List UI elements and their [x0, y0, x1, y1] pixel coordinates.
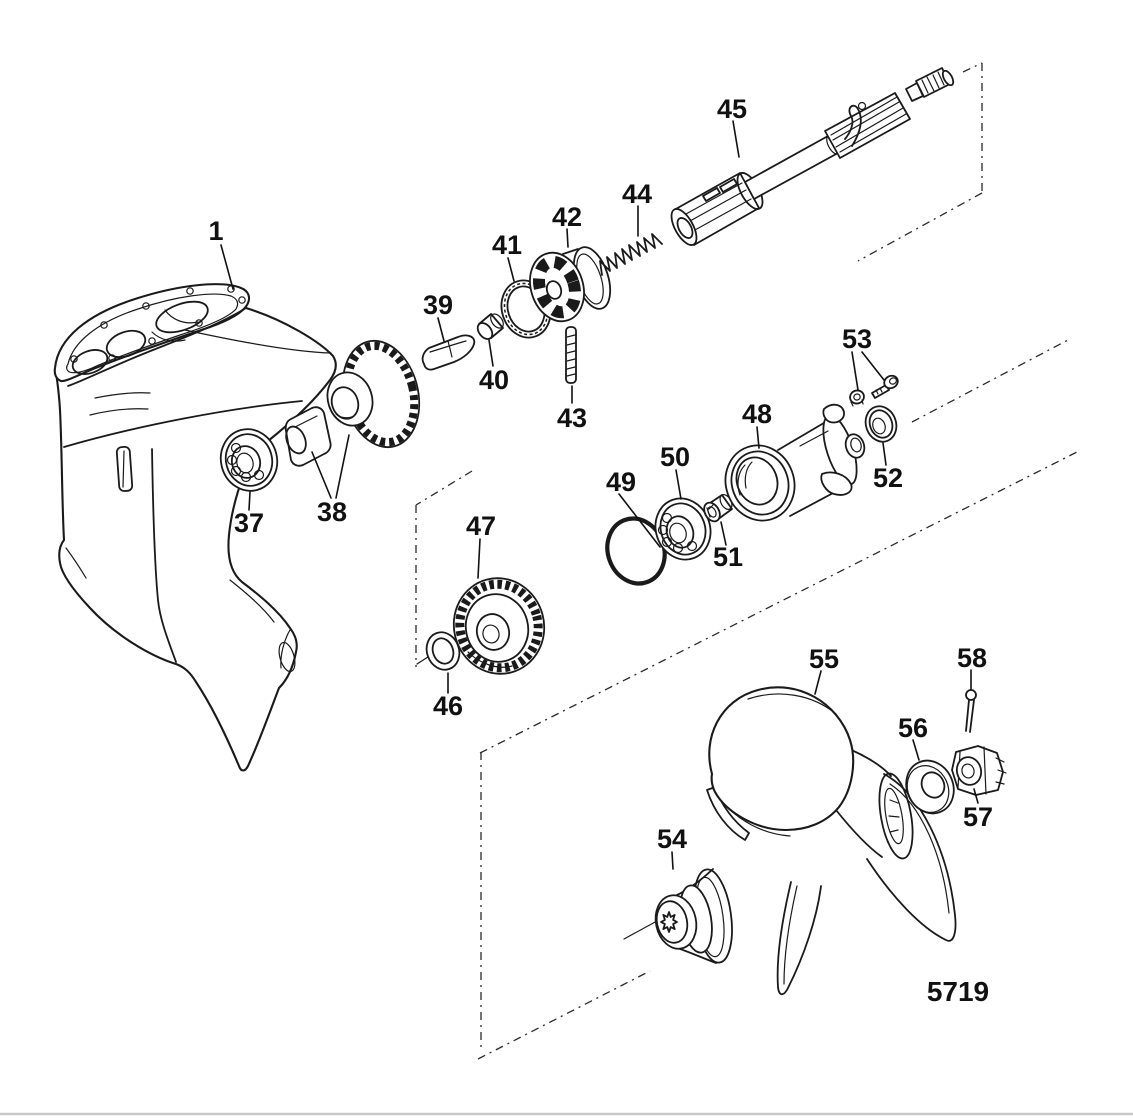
- part-37-ball-bearing: [219, 428, 279, 492]
- part-label-45: 45: [717, 94, 747, 124]
- part-label-38: 38: [317, 497, 347, 527]
- part-53-screw-and-nut: [849, 374, 899, 407]
- part-54-thrust-hub: [623, 868, 733, 964]
- part-52-seal: [864, 405, 898, 443]
- part-label-50: 50: [660, 442, 690, 472]
- part-label-51: 51: [713, 542, 743, 572]
- part-43-cross-pin: [565, 326, 577, 384]
- part-58-cotter-pin: [965, 689, 977, 733]
- part-39-shift-cam: [421, 334, 476, 371]
- part-48-bearing-carrier: [724, 403, 866, 522]
- part-51-bushing: [703, 494, 733, 523]
- part-label-58: 58: [957, 643, 987, 673]
- part-label-56: 56: [898, 713, 928, 743]
- leader-lines: [220, 120, 979, 870]
- part-label-46: 46: [433, 691, 463, 721]
- part-40-bushing: [476, 313, 504, 340]
- part-label-52: 52: [873, 463, 903, 493]
- part-44-spring: [599, 233, 663, 276]
- part-45-propeller-shaft: [670, 67, 955, 246]
- part-number-labels: 1 37 38 39 40 41 42 43 44 45 46 47 48 49…: [208, 94, 993, 854]
- part-label-37: 37: [234, 508, 264, 538]
- part-label-53: 53: [842, 324, 872, 354]
- part-label-42: 42: [552, 202, 582, 232]
- part-55-propeller: [706, 686, 957, 996]
- part-47-gear: [452, 577, 546, 675]
- assembly-guide-lines: [415, 62, 1078, 1060]
- part-label-43: 43: [557, 403, 587, 433]
- part-label-40: 40: [479, 365, 509, 395]
- part-42-sliding-clutch: [529, 246, 612, 323]
- part-1-gear-housing: [53, 283, 337, 772]
- part-label-48: 48: [742, 399, 772, 429]
- part-label-55: 55: [809, 644, 839, 674]
- part-label-57: 57: [963, 802, 993, 832]
- part-57-propeller-nut: [951, 745, 1007, 796]
- part-label-1: 1: [208, 216, 223, 246]
- part-label-41: 41: [492, 230, 522, 260]
- part-46-washer: [416, 631, 461, 671]
- part-label-54: 54: [657, 824, 687, 854]
- part-label-44: 44: [622, 179, 652, 209]
- part-label-49: 49: [606, 467, 636, 497]
- part-label-47: 47: [466, 511, 496, 541]
- part-label-39: 39: [423, 290, 453, 320]
- figure-number: 5719: [927, 976, 989, 1007]
- part-38-gear-and-bushing: [284, 339, 421, 467]
- part-56-washer: [905, 759, 955, 815]
